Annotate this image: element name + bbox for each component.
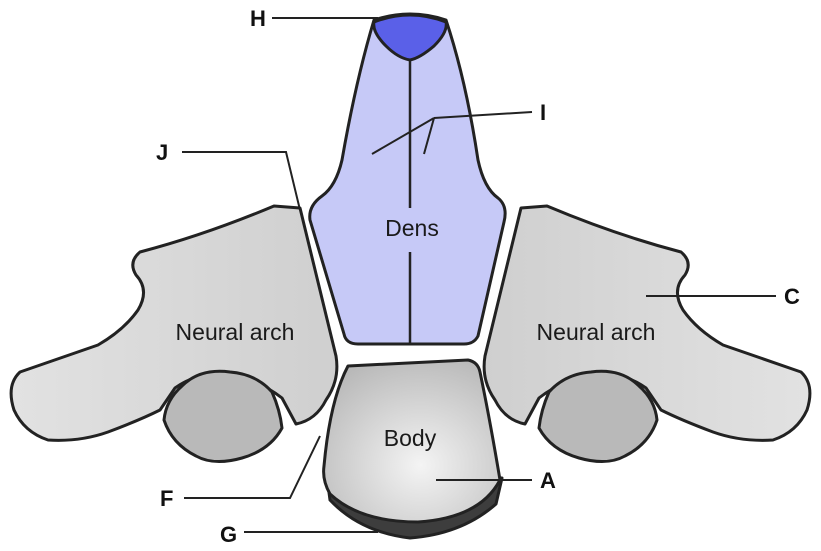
- dens-label: Dens: [385, 215, 439, 241]
- left-neural-arch-label: Neural arch: [176, 319, 295, 345]
- right-foramen-shape: [539, 371, 657, 461]
- dens-shape: [310, 14, 505, 344]
- label-I: I: [540, 100, 546, 125]
- label-J: J: [156, 140, 168, 165]
- label-C: C: [784, 284, 800, 309]
- label-A: A: [540, 468, 556, 493]
- label-F: F: [160, 486, 173, 511]
- left-foramen-shape: [164, 371, 282, 461]
- label-J-leader: [182, 152, 300, 210]
- label-H: H: [250, 6, 266, 31]
- body-label: Body: [384, 425, 437, 451]
- label-G: G: [220, 522, 237, 547]
- right-neural-arch-label: Neural arch: [537, 319, 656, 345]
